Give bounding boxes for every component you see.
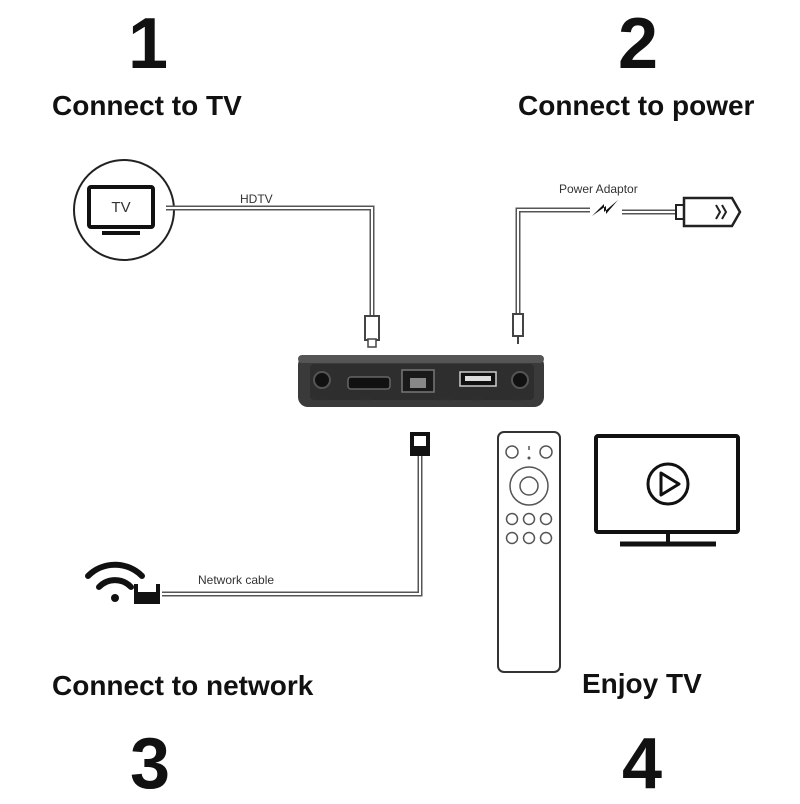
av-out-port bbox=[313, 371, 331, 389]
hdmi-port bbox=[347, 376, 391, 390]
step-2-number: 2 bbox=[618, 4, 659, 84]
port-label-hdmi: HDMI bbox=[360, 397, 373, 403]
remote-control-icon bbox=[497, 431, 561, 673]
step-3-title: Connect to network bbox=[52, 670, 314, 701]
tv-icon: TV bbox=[73, 159, 175, 261]
network-cable-label: Network cable bbox=[198, 573, 274, 587]
port-label-usb: USB bbox=[472, 397, 483, 403]
power-cable bbox=[512, 207, 680, 344]
step-4-title: Enjoy TV bbox=[582, 668, 702, 699]
wifi-icon bbox=[85, 561, 145, 602]
step-1-number: 1 bbox=[128, 4, 169, 84]
step-4-number: 4 bbox=[622, 724, 663, 804]
tv-icon-label: TV bbox=[111, 199, 130, 216]
hdtv-label: HDTV bbox=[240, 192, 273, 206]
step-1-title: Connect to TV bbox=[52, 90, 242, 121]
step-3-number: 3 bbox=[130, 724, 171, 804]
port-label-dc: DC5V bbox=[512, 397, 526, 403]
plug-icon bbox=[675, 196, 742, 228]
hdmi-cable bbox=[166, 205, 380, 348]
network-cable bbox=[134, 432, 430, 604]
power-adaptor-label: Power Adaptor bbox=[559, 182, 638, 196]
port-label-av: AV OUT bbox=[312, 397, 330, 403]
port-label-ethernet: Ethernet bbox=[434, 397, 454, 403]
dc-port bbox=[511, 371, 529, 389]
play-icon bbox=[594, 434, 740, 547]
step-2-title: Connect to power bbox=[518, 90, 755, 121]
lightning-icon bbox=[592, 200, 618, 216]
tv-box: AV OUT HDMI Ethernet USB DC5V bbox=[298, 355, 544, 407]
